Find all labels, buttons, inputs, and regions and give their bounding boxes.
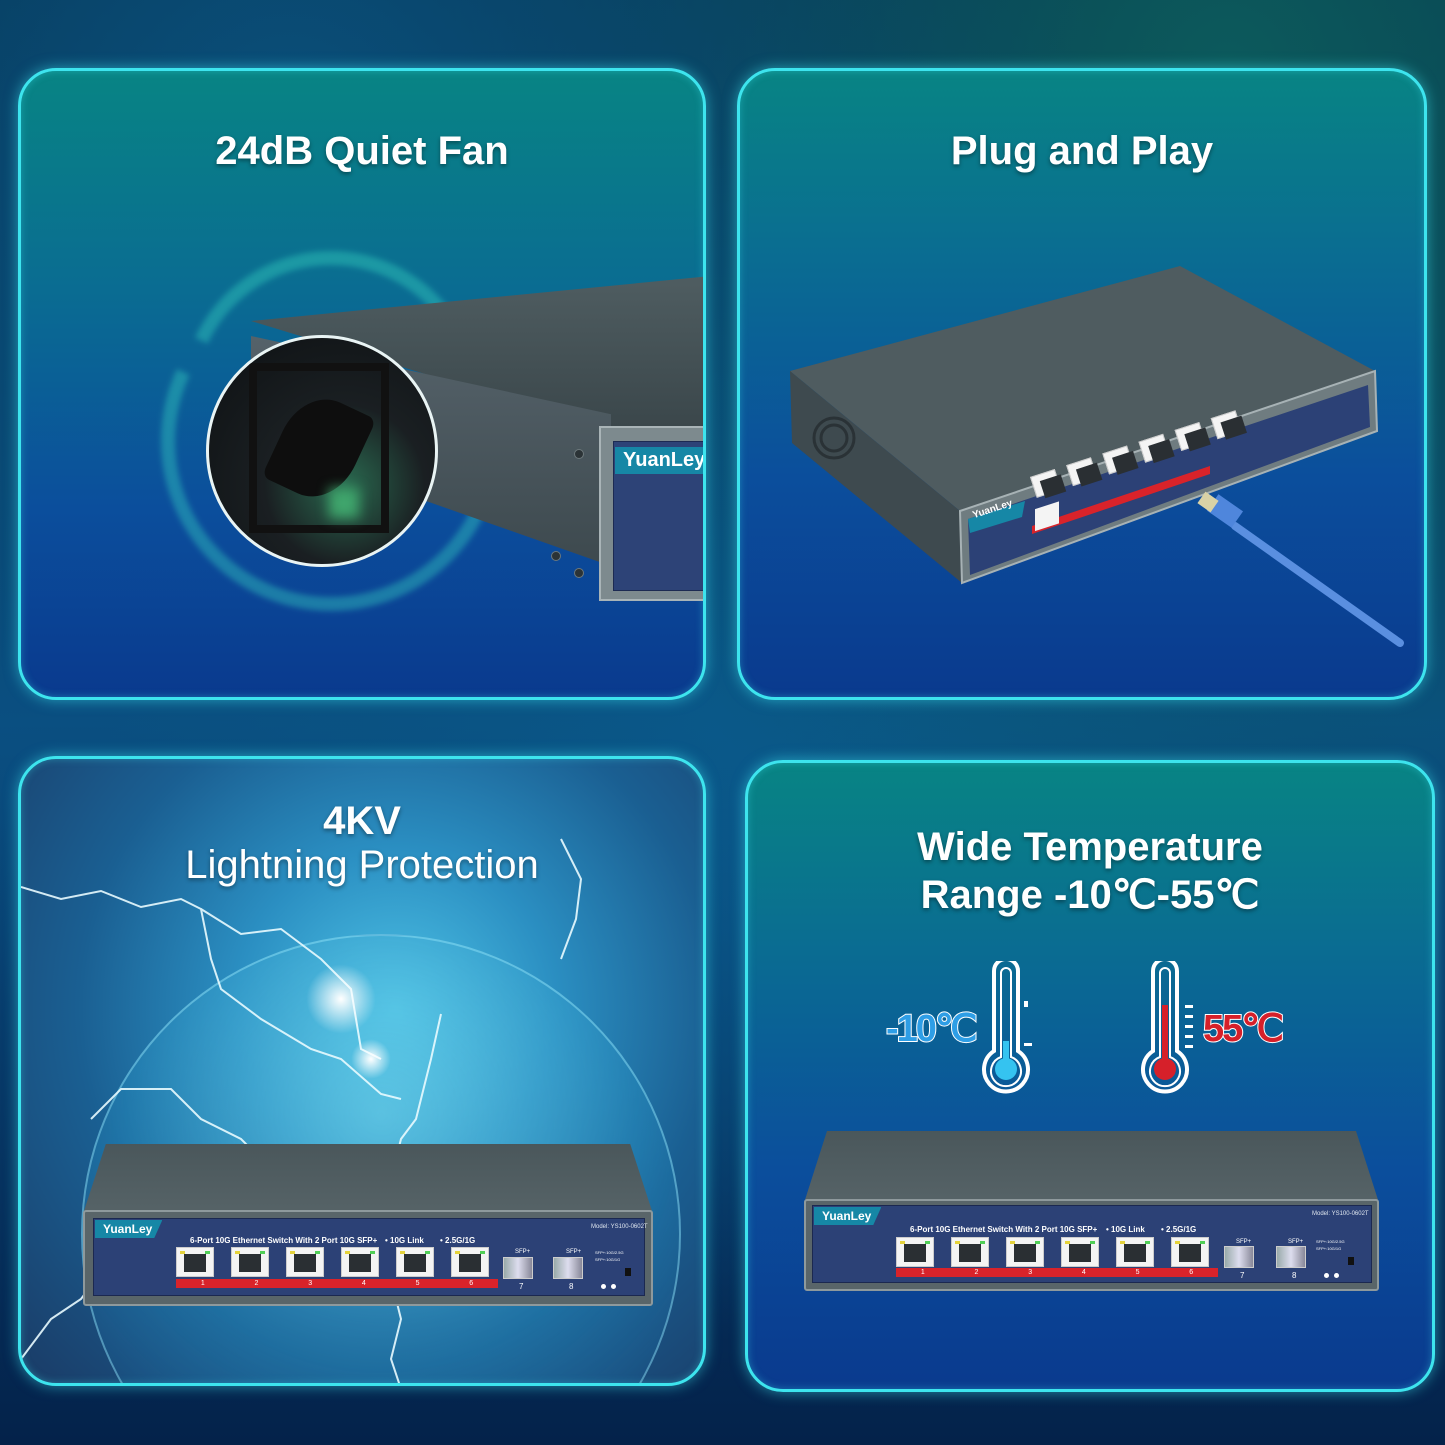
feature-panel-lightning-protection: 4KV Lightning Protection YuanLey Model: … [18, 756, 706, 1386]
panel-title-line1: Wide Temperature [917, 825, 1263, 869]
lightning-flash [306, 964, 376, 1034]
sfp-port-8[interactable] [553, 1257, 583, 1279]
sfp-port-8[interactable] [1276, 1246, 1306, 1268]
ethernet-cable-icon [1197, 491, 1404, 647]
rj45-port-4[interactable] [341, 1247, 379, 1277]
model-number: Model: YS100-0602T [1312, 1211, 1369, 1217]
led-legend-2-5g: • 2.5G/1G [1161, 1225, 1197, 1234]
model-number: Model: YS100-0602T [591, 1224, 648, 1230]
rj45-port-5[interactable] [1116, 1237, 1154, 1267]
cold-thermometer-icon [982, 961, 1032, 1094]
switch-front-illustration: YuanLey Model: YS100-0602T 6-Port 10G Et… [804, 1131, 1379, 1296]
rj45-port-3[interactable] [1006, 1237, 1044, 1267]
status-led-system [1324, 1273, 1329, 1278]
rj45-port-5[interactable] [396, 1247, 434, 1277]
max-temperature-label: 55℃ [1202, 1007, 1285, 1051]
brand-logo: YuanLey [615, 447, 703, 474]
panel-title: 24dB Quiet Fan [215, 129, 509, 173]
switch-front-illustration: YuanLey Model: YS100-0602T 6-Port 10G Et… [83, 1144, 653, 1309]
led-legend-10g: • 10G Link [385, 1236, 424, 1245]
panel-title: Plug and Play [950, 129, 1214, 173]
rj45-port-1[interactable] [896, 1237, 934, 1267]
sfp-port-7[interactable] [1224, 1246, 1254, 1268]
rj45-port-4[interactable] [1061, 1237, 1099, 1267]
rj45-port-6[interactable] [1171, 1237, 1209, 1267]
led-legend-10g: • 10G Link [1106, 1225, 1145, 1234]
min-temperature-label: -10℃ [885, 1007, 979, 1051]
brand-logo: YuanLey [95, 1220, 163, 1238]
status-led-power [1334, 1273, 1339, 1278]
panel-title: 4KV Lightning Protection [21, 799, 703, 887]
lightning-flash [351, 1039, 391, 1079]
hot-thermometer-icon [1141, 961, 1193, 1094]
rj45-port-1[interactable] [176, 1247, 214, 1277]
rj45-port-6[interactable] [451, 1247, 489, 1277]
status-led-system [601, 1284, 606, 1289]
rj45-port-group [176, 1247, 506, 1277]
brand-logo: YuanLey [814, 1207, 882, 1225]
feature-panel-wide-temperature: Wide Temperature Range -10℃-55℃ -10℃ 55℃… [745, 760, 1435, 1392]
rj45-port-group [896, 1237, 1226, 1267]
rj45-port-2[interactable] [231, 1247, 269, 1277]
port-number-bar: 1 2 3 4 5 6 [176, 1279, 498, 1288]
port-number-bar: 1 2 3 4 5 6 [896, 1268, 1218, 1277]
panel-title-line2: Range -10℃-55℃ [920, 873, 1260, 917]
switch-description: 6-Port 10G Ethernet Switch With 2 Port 1… [190, 1236, 378, 1245]
led-legend-2-5g: • 2.5G/1G [440, 1236, 476, 1245]
panel-title-line2: Lightning Protection [185, 843, 539, 887]
fan-zoom-icon [206, 335, 438, 567]
feature-panel-quiet-fan: 24dB Quiet Fan YuanLey [18, 68, 706, 700]
reset-switch[interactable] [1348, 1257, 1354, 1265]
sfp-port-7[interactable] [503, 1257, 533, 1279]
status-led-power [611, 1284, 616, 1289]
panel-title: Wide Temperature Range -10℃-55℃ [748, 823, 1432, 919]
panel-title-line1: 4KV [323, 799, 401, 843]
rj45-port-3[interactable] [286, 1247, 324, 1277]
switch-description: 6-Port 10G Ethernet Switch With 2 Port 1… [910, 1225, 1098, 1234]
reset-switch[interactable] [625, 1268, 631, 1276]
feature-panel-plug-and-play: Plug and Play YuanLey [737, 68, 1427, 700]
rj45-port-2[interactable] [951, 1237, 989, 1267]
